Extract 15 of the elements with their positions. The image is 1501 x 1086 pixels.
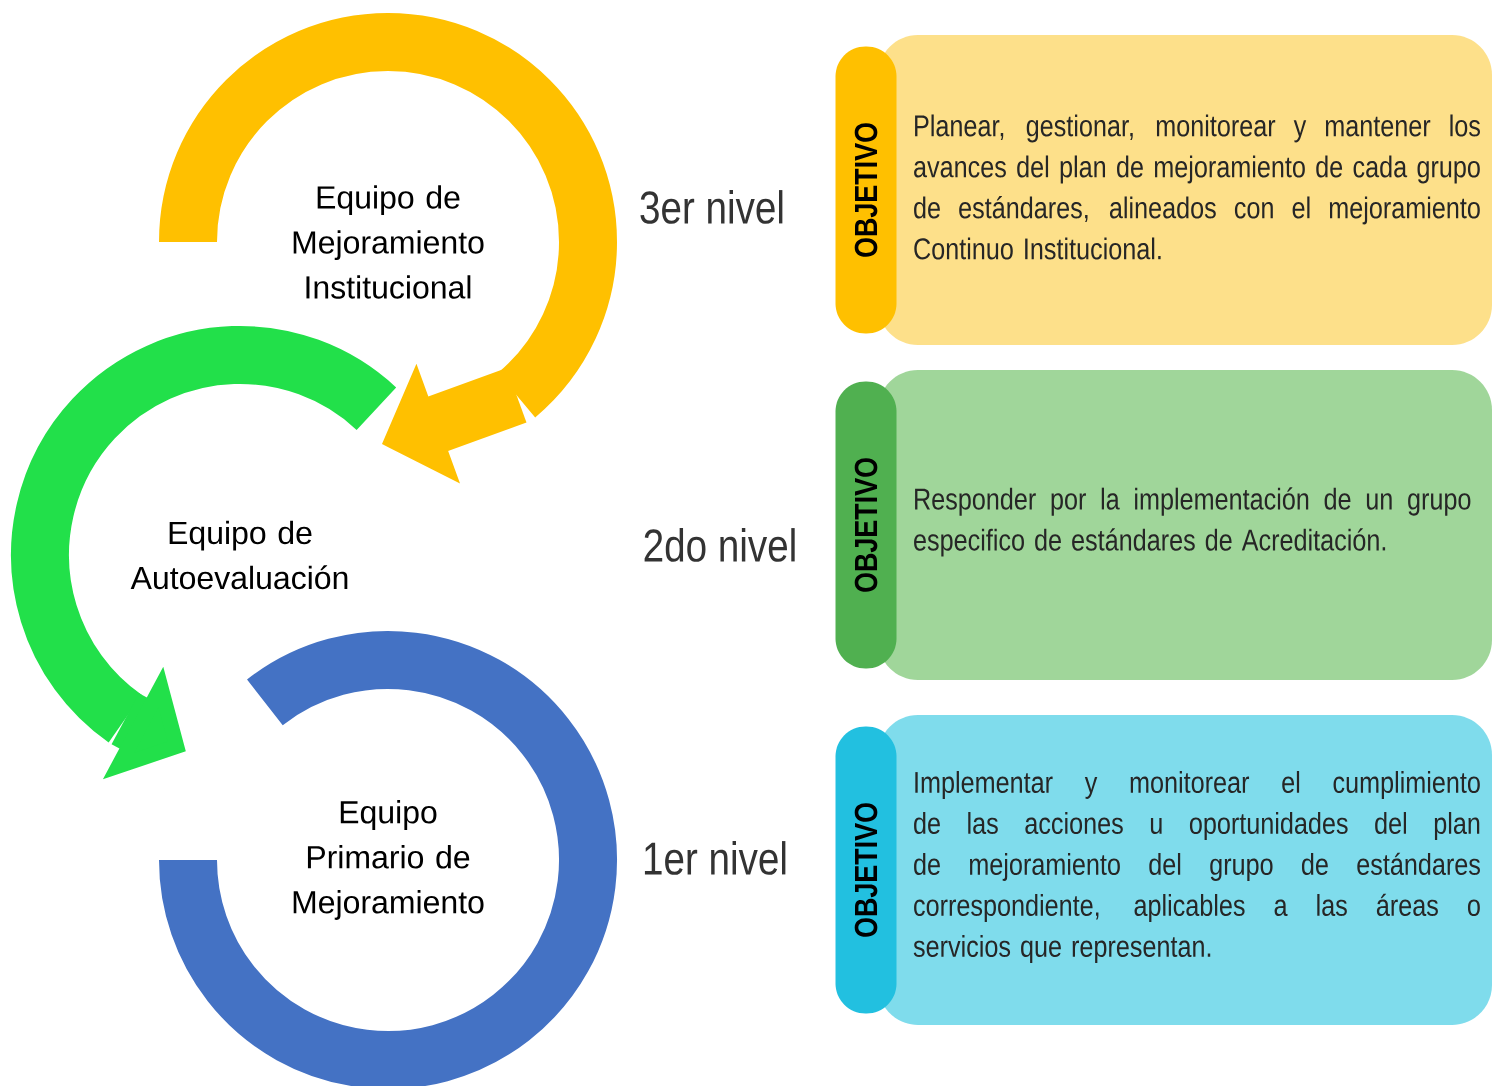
- level-label: 3er nivel: [640, 190, 783, 224]
- objective-text: Implementar y monitorear el cumplimiento de las acciones u oportunidades del plan de mejoramiento del grupo de estándares correspondiente, aplicables a las áreas o servicios que representan.: [913, 771, 1480, 963]
- objective-card: [835, 35, 1492, 345]
- objective-card: [835, 715, 1492, 1025]
- objective-text: Responder por la implementación de un grupo especifico de estándares de Acreditación.: [914, 487, 1471, 557]
- objective-tab: OBJETIVO: [835, 46, 897, 334]
- team-name: Equipo Primario de Mejoramiento: [293, 800, 484, 920]
- team-name: Equipo de Mejoramiento Institucional: [293, 185, 484, 299]
- level-label: 1er nivel: [644, 841, 786, 875]
- team-name: Equipo de Autoevaluación: [130, 520, 348, 590]
- objective-tab: OBJETIVO: [835, 726, 897, 1014]
- objective-tab: OBJETIVO: [835, 381, 897, 669]
- level-label: 2do nivel: [644, 528, 795, 562]
- objective-text: Planear, gestionar, monitorear y mantener los avances del plan de mejoramiento de cada grupo de estándares, alineados con el mejoramiento Continuo Institucional.: [914, 114, 1480, 260]
- objective-card: [835, 370, 1492, 680]
